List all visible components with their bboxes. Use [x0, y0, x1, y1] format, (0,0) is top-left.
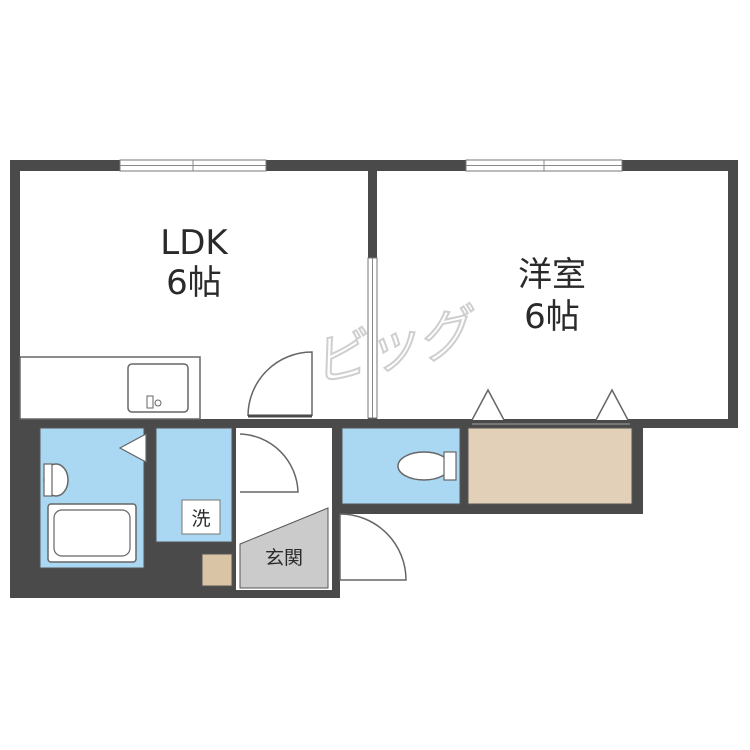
- toilet: [397, 451, 457, 481]
- closet-door-right: [595, 388, 629, 421]
- front-door: [339, 513, 407, 581]
- entrance-label: 玄関: [265, 547, 303, 569]
- entrance-floor: [239, 507, 329, 589]
- closet-door-left: [471, 388, 505, 421]
- washroom-label-box: [181, 499, 221, 535]
- closet: [467, 427, 633, 505]
- window-western: [465, 159, 623, 172]
- bathroom-fixtures: [43, 432, 147, 563]
- western-room-floor: [377, 171, 728, 419]
- kitchen-counter: [19, 356, 201, 420]
- window-ldk: [119, 159, 267, 172]
- shoe-box: [201, 553, 233, 587]
- washroom-door: [239, 433, 299, 493]
- sink: [127, 363, 189, 413]
- ldk-name: LDK: [160, 223, 229, 263]
- ldk-size: 6帖: [166, 263, 222, 303]
- ldk-door: [247, 351, 313, 418]
- washroom-label: 洗: [191, 508, 210, 530]
- bath-door: [118, 432, 147, 464]
- sliding-door: [367, 257, 378, 419]
- western-room-size: 6帖: [524, 297, 580, 337]
- western-room-name: 洋室: [518, 255, 586, 295]
